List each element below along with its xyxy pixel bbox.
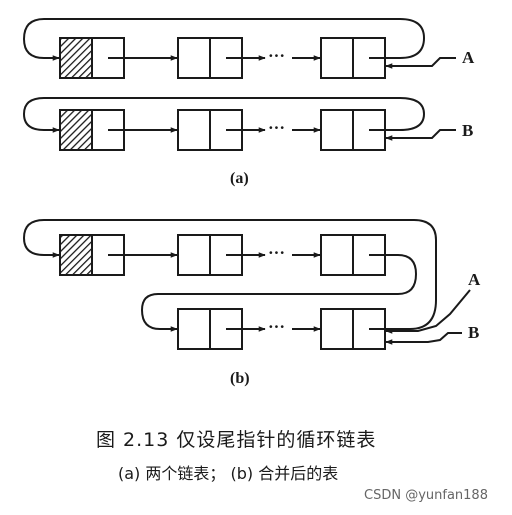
merge-connector-link: [140, 254, 418, 332]
pointer-label-a: A: [468, 270, 481, 289]
tail-node-data-field: [320, 109, 354, 151]
pointer-label-b: B: [468, 323, 480, 342]
ellipsis: ···: [268, 46, 286, 65]
head-node-data-field: [59, 109, 93, 151]
node-data-field: [177, 234, 211, 276]
head-node-data-field: [59, 37, 93, 79]
tail-node-data-field: [320, 308, 354, 350]
ellipsis: ···: [268, 317, 286, 336]
list-b: [22, 97, 456, 151]
subfigure-label-b: (b): [230, 370, 250, 387]
figure-caption-title: 图 2.13 仅设尾指针的循环链表: [96, 429, 377, 451]
figure-caption-subtitle: (a) 两个链表； (b) 合并后的表: [118, 464, 339, 483]
pointer-label-b: B: [462, 121, 474, 140]
node-data-field: [177, 308, 211, 350]
head-node-data-field: [59, 234, 93, 276]
watermark: CSDN @yunfan188: [364, 488, 488, 503]
subfigure-label-a: (a): [230, 170, 249, 187]
merged-list: [22, 219, 471, 350]
circular-back-link: [22, 97, 426, 133]
circular-back-link: [22, 219, 437, 330]
node-data-field: [177, 37, 211, 79]
ellipsis: ···: [268, 118, 286, 137]
ellipsis: ···: [268, 243, 286, 262]
pointer-a: [385, 289, 471, 334]
list-a: [22, 18, 456, 79]
circular-back-link: [22, 18, 426, 61]
tail-pointer-b: [385, 129, 456, 141]
node-data-field: [177, 109, 211, 151]
tail-pointer-a: [385, 57, 456, 69]
node-data-field: [320, 234, 354, 276]
tail-node-data-field: [320, 37, 354, 79]
pointer-label-a: A: [462, 48, 475, 67]
pointer-b: [385, 332, 462, 345]
